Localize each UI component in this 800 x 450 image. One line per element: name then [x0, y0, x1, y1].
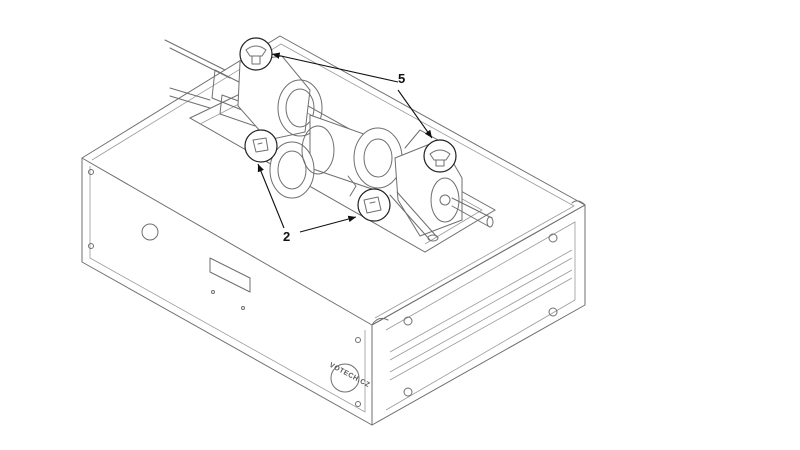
callout-circle-2-right	[357, 188, 391, 222]
callout-circle-5-left	[239, 37, 273, 71]
callout-label-2: 2	[283, 229, 291, 244]
callout-circle-5-right	[423, 139, 457, 173]
callout-circle-2-left	[244, 129, 278, 163]
enclosure-box	[81, 35, 586, 426]
callout-label-5: 5	[398, 71, 406, 86]
leader-lines	[257, 52, 433, 233]
